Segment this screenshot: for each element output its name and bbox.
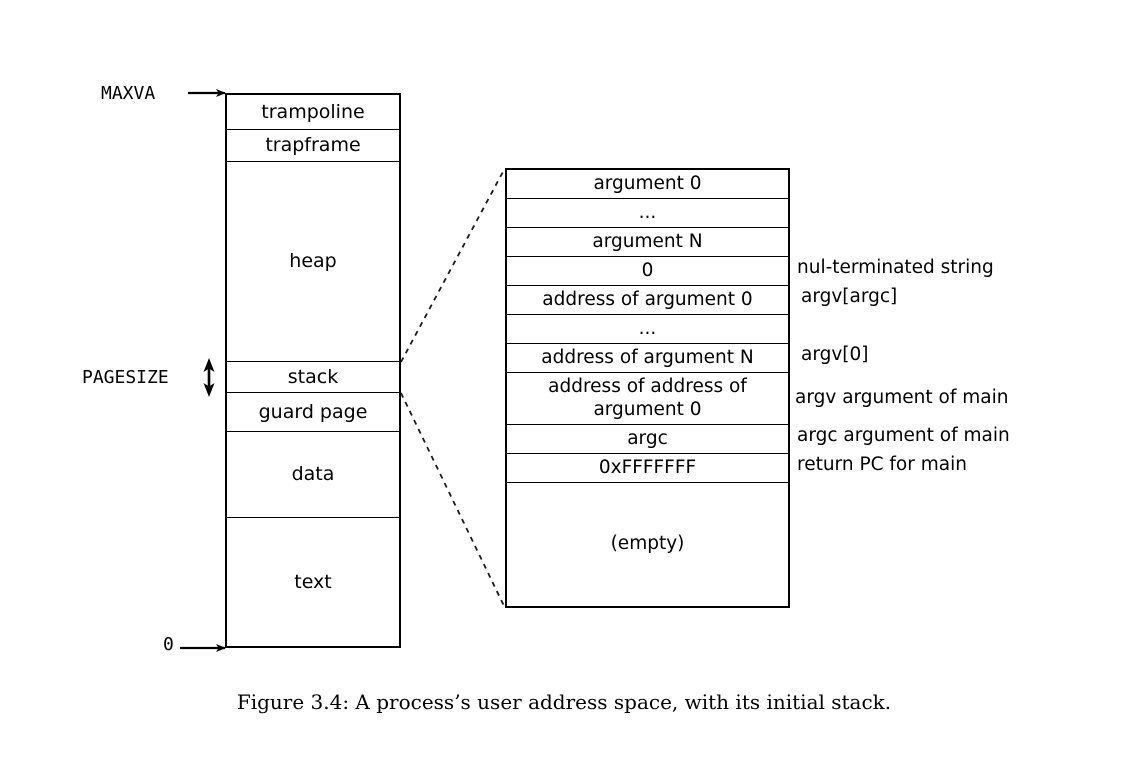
- stack-row-label: 0: [641, 259, 654, 281]
- connector-lower-dashed: [400, 392, 506, 609]
- stack-row: address of address of argument 0: [507, 373, 788, 425]
- stack-row: argument N: [507, 228, 788, 257]
- stack-row: 0xFFFFFFF: [507, 454, 788, 483]
- stack-row-empty: (empty): [507, 483, 788, 606]
- zero-label: 0: [163, 634, 174, 655]
- stack-row: ...: [507, 199, 788, 228]
- stack-row: address of argument 0: [507, 286, 788, 315]
- stack-row-label: 0xFFFFFFF: [598, 456, 697, 478]
- annotation-argv-0: argv[0]: [801, 344, 869, 365]
- stack-row-label: address of address of argument 0: [548, 375, 747, 420]
- region-text: text: [227, 518, 399, 646]
- region-label: stack: [287, 365, 339, 388]
- stack-row-label: address of argument 0: [542, 288, 753, 310]
- stack-row: argument 0: [507, 170, 788, 199]
- region-trapframe: trapframe: [227, 130, 399, 162]
- region-label: trampoline: [261, 100, 365, 123]
- region-label: trapframe: [265, 134, 361, 157]
- connector-upper-dashed: [400, 167, 506, 363]
- maxva-label: MAXVA: [101, 83, 156, 104]
- region-label: heap: [289, 250, 337, 273]
- region-data: data: [227, 432, 399, 518]
- stack-row-label: ...: [638, 201, 657, 223]
- stack-row: ...: [507, 315, 788, 344]
- stack-row: address of argument N: [507, 344, 788, 373]
- region-label: guard page: [258, 400, 368, 423]
- figure-caption: Figure 3.4: A process’s user address spa…: [236, 690, 892, 714]
- annotation-return-pc-for-main: return PC for main: [797, 454, 967, 475]
- annotation-nul-terminated-string: nul-terminated string: [797, 257, 994, 278]
- stack-row-label: argument 0: [593, 172, 702, 194]
- annotation-argv-argument-of-main: argv argument of main: [795, 387, 1009, 408]
- stack-row-label: address of argument N: [541, 346, 754, 368]
- pagesize-label: PAGESIZE: [82, 367, 169, 388]
- stack-row: argc: [507, 425, 788, 454]
- initial-stack-column: argument 0 ... argument N 0 address of a…: [505, 168, 790, 608]
- region-trampoline: trampoline: [227, 95, 399, 130]
- annotation-argv-argc: argv[argc]: [801, 286, 898, 307]
- stack-row-label: ...: [638, 317, 657, 339]
- stack-row-label: argc: [627, 427, 668, 449]
- region-label: text: [294, 570, 332, 593]
- region-heap: heap: [227, 162, 399, 362]
- stack-row-label: argument N: [592, 230, 703, 252]
- pagesize-double-arrow: [203, 358, 215, 397]
- region-label: data: [291, 463, 335, 486]
- region-guard-page: guard page: [227, 393, 399, 432]
- stack-row-label: (empty): [610, 533, 685, 555]
- region-stack: stack: [227, 362, 399, 393]
- annotation-argc-argument-of-main: argc argument of main: [797, 425, 1010, 446]
- stack-row: 0: [507, 257, 788, 286]
- user-address-space-column: trampoline trapframe heap stack guard pa…: [225, 93, 401, 648]
